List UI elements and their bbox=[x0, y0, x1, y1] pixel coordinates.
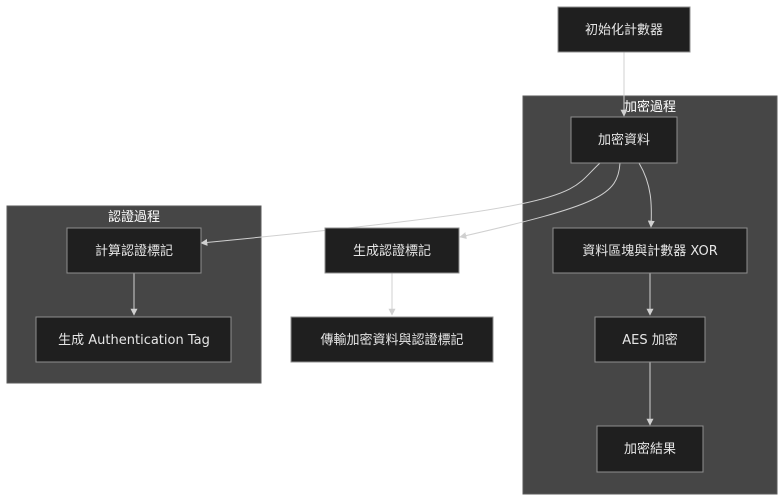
authentication-cluster-label: 認證過程 bbox=[108, 209, 160, 225]
node-aes-encrypt-label: AES 加密 bbox=[622, 332, 678, 348]
node-compute-tag-label: 計算認證標記 bbox=[95, 243, 173, 259]
node-block-xor-label: 資料區塊與計數器 XOR bbox=[582, 243, 717, 259]
node-transmit[interactable]: 傳輸加密資料與認證標記 bbox=[290, 316, 494, 363]
node-encrypt-result[interactable]: 加密結果 bbox=[596, 425, 704, 473]
edge-encrypt-to-gen-tag bbox=[459, 162, 621, 240]
node-encrypt-result-label: 加密結果 bbox=[624, 441, 676, 457]
node-encrypt-data-label: 加密資料 bbox=[598, 132, 650, 148]
node-encrypt-data[interactable]: 加密資料 bbox=[570, 116, 678, 164]
node-gen-tag-label: 生成認證標記 bbox=[353, 243, 431, 259]
node-gen-tag[interactable]: 生成認證標記 bbox=[324, 227, 460, 274]
encryption-cluster-label: 加密過程 bbox=[624, 99, 676, 115]
node-block-xor[interactable]: 資料區塊與計數器 XOR bbox=[552, 227, 748, 274]
node-gen-auth-tag-label: 生成 Authentication Tag bbox=[58, 333, 210, 348]
node-gen-auth-tag[interactable]: 生成 Authentication Tag bbox=[35, 316, 232, 363]
node-aes-encrypt[interactable]: AES 加密 bbox=[594, 316, 706, 363]
node-init-counter[interactable]: 初始化計數器 bbox=[557, 6, 691, 53]
edge-encrypt-to-xor bbox=[638, 162, 655, 228]
node-transmit-label: 傳輸加密資料與認證標記 bbox=[320, 332, 463, 348]
node-compute-tag[interactable]: 計算認證標記 bbox=[66, 227, 202, 274]
node-init-counter-label: 初始化計數器 bbox=[585, 22, 663, 38]
